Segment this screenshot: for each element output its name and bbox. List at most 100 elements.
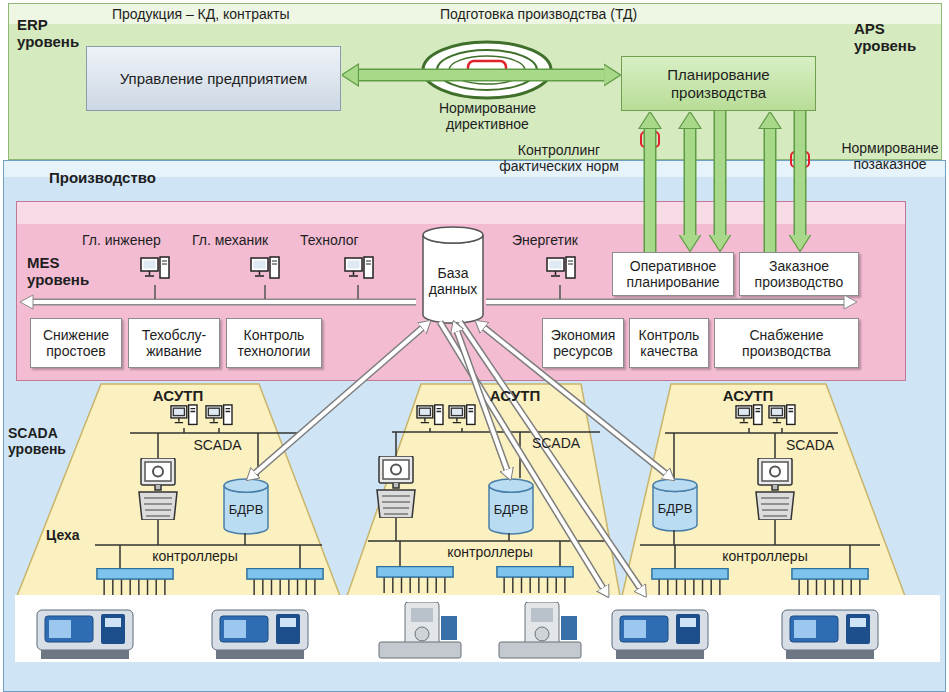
level-heading: АСУТП [485, 387, 545, 404]
data-arrow [484, 328, 666, 474]
illustration-part [499, 602, 581, 658]
function-box: Оперативное планирование [612, 252, 734, 296]
function-box: Контроль качества [629, 318, 709, 368]
box-text: Планирование производства [626, 66, 811, 101]
bus-label: контроллеры [715, 548, 815, 564]
box-text: БДРВ [229, 503, 264, 518]
box-text: База данных [426, 265, 480, 297]
network-label: SCADA [530, 435, 582, 451]
arrow-outline [764, 128, 777, 252]
illustration-part [97, 568, 173, 595]
illustration-part [489, 479, 533, 492]
illustration-part [141, 257, 169, 278]
marker-square [641, 132, 659, 147]
illustration-part [155, 285, 560, 299]
note-label: Продукция – КД, контракты [112, 6, 342, 22]
arrow-outline [644, 128, 657, 252]
arrow-shaft [255, 328, 422, 473]
note-label: Подготовка производства (ТД) [440, 6, 660, 22]
illustration-part [653, 479, 697, 491]
box-text: Техобслу- живание [133, 327, 215, 359]
data-arrows [440, 322, 640, 588]
realtime-db-cylinder: БДРВ [652, 479, 698, 531]
apcs-trapezoid: АСУТП БДРВ [16, 383, 341, 596]
illustration-part [437, 50, 537, 90]
illustration-part [547, 257, 575, 278]
illustration-part [440, 322, 603, 588]
realtime-db-cylinder: БДРВ [488, 479, 534, 534]
marker-square [791, 152, 809, 167]
illustration-part [756, 458, 794, 520]
arrow-outline [714, 111, 727, 235]
bus-label: контроллеры [145, 548, 245, 564]
apcs-trapezoid: АСУТП БДРВ [621, 383, 906, 596]
illustration-part [37, 610, 133, 659]
illustration-part [460, 322, 640, 588]
realtime-db-cylinder: БДРВ [223, 479, 269, 534]
flow-arrow [770, 128, 771, 252]
level-label: Цеха [46, 527, 91, 543]
illustration-part [440, 322, 603, 588]
mes-bus [20, 285, 857, 309]
preparation-ring [423, 42, 551, 98]
illustration-part [640, 428, 880, 568]
box-text: Снабжение производства [719, 327, 854, 359]
illustration-part [368, 428, 606, 566]
illustration-part [32, 299, 844, 306]
machines [37, 602, 878, 659]
illustration-part [212, 610, 308, 659]
trapezoid-outline [16, 383, 341, 596]
illustration-part [20, 295, 33, 309]
enterprise-box: Управление предприятием [86, 46, 341, 111]
illustration-part [449, 56, 525, 84]
illustration-part [251, 257, 279, 278]
box-text: Экономия ресурсов [547, 327, 619, 359]
role-label: Технолог [300, 232, 375, 248]
note-label: Нормирование позаказное [838, 140, 942, 172]
illustration-part [17, 384, 340, 596]
illustration-part [379, 602, 461, 658]
arrow-shaft [715, 111, 725, 235]
flow-arrow [800, 111, 801, 235]
arrow-outline [358, 69, 604, 82]
network-label: SCADA [190, 437, 245, 453]
floor-strip [15, 595, 940, 662]
arrow-outline [794, 111, 807, 235]
function-box: Экономия ресурсов [542, 318, 624, 368]
illustration-part [423, 235, 483, 323]
box-text: Оперативное планирование [617, 258, 729, 290]
arrow-shaft [484, 328, 666, 474]
planning-box: Планирование производства [621, 56, 816, 111]
illustration-part [782, 610, 878, 659]
function-box: Техобслу- живание [128, 318, 220, 368]
level-heading: АСУТП [708, 387, 788, 404]
arrow-shaft [765, 128, 775, 252]
arrow-shaft [685, 128, 695, 235]
box-text: БДРВ [494, 503, 529, 518]
apcs-trapezoid: АСУТП БДРВ [346, 383, 621, 596]
illustration-part [449, 405, 475, 425]
box-text: Контроль технологии [231, 327, 317, 359]
illustration-part [247, 568, 323, 595]
illustration-part [95, 428, 322, 568]
illustration-part [792, 568, 868, 595]
data-arrow [255, 328, 422, 473]
illustration-part [224, 479, 268, 492]
level-heading: Производство [49, 169, 209, 186]
illustration-part [171, 405, 197, 425]
arrow-shaft [645, 128, 655, 252]
level-heading: АСУТП [138, 387, 218, 404]
illustration-part [347, 384, 620, 596]
illustration-part [622, 384, 905, 596]
bus-label: контроллеры [440, 544, 540, 560]
illustration-part [423, 42, 551, 98]
level-label: SCADA уровень [8, 425, 74, 457]
illustration-part [769, 405, 795, 425]
flow-arrow [690, 128, 691, 235]
erp-level-panel: ERP уровеньAPS уровеньУправление предпри… [8, 3, 942, 160]
box-text: Заказное производство [744, 258, 854, 290]
illustration-part [844, 295, 857, 309]
note-label: Нормирование директивное [425, 100, 550, 132]
arrow-shaft [795, 111, 805, 235]
